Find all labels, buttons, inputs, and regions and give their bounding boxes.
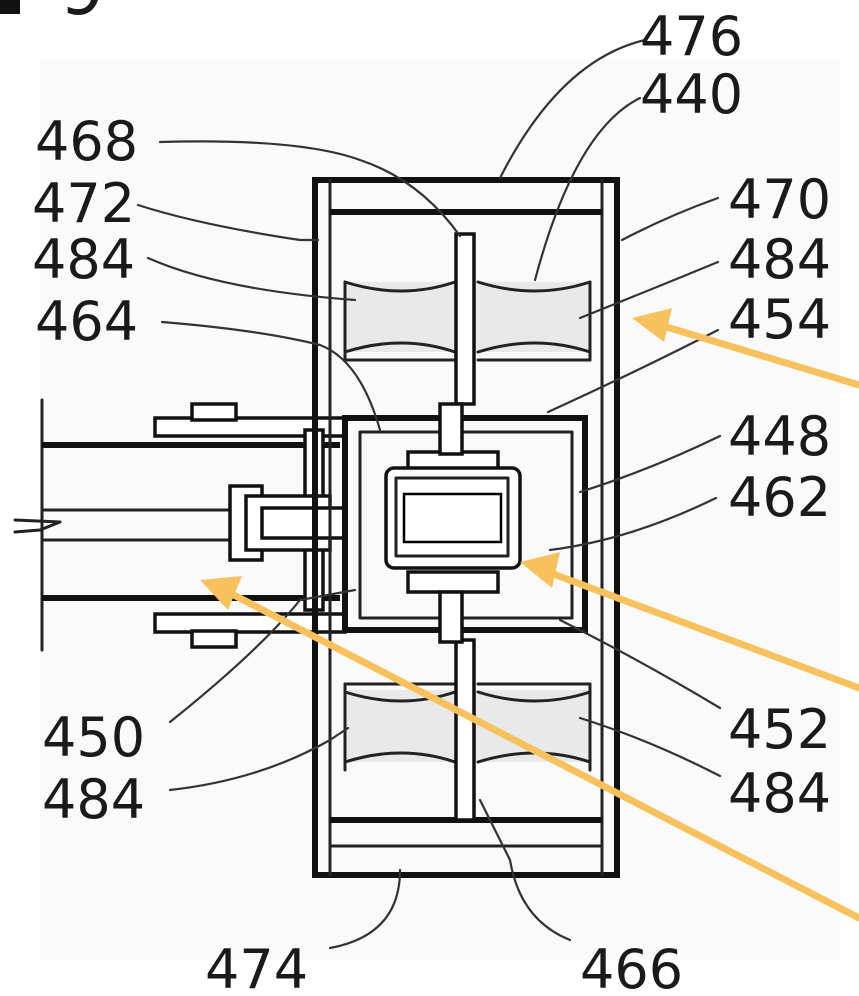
label-472: 472 [32, 172, 135, 235]
arrow-to-block [544, 568, 859, 692]
label-470: 470 [728, 168, 831, 231]
upper-shaft [454, 232, 476, 406]
carriage-housing [342, 415, 588, 633]
reference-numerals: 476 440 468 472 470 484 484 464 454 448 … [32, 5, 831, 996]
label-474: 474 [205, 938, 308, 996]
arrow-to-block-head [520, 552, 560, 588]
label-466: 466 [580, 938, 683, 996]
arrow-to-bar-head [200, 576, 242, 610]
label-484-upper-right: 484 [728, 228, 831, 291]
figure-title-fragment: 9 [60, 0, 105, 31]
label-468: 468 [35, 110, 138, 173]
label-476: 476 [640, 5, 743, 68]
label-484-lower-right: 484 [728, 762, 831, 825]
label-484-lower-left: 484 [42, 768, 145, 831]
highlight-box [402, 492, 503, 544]
arrow-to-frame-head [632, 308, 672, 342]
label-462: 462 [728, 466, 831, 529]
arrow-to-bar [224, 588, 859, 922]
label-484-upper-left: 484 [32, 228, 135, 291]
label-454: 454 [728, 288, 831, 351]
label-450: 450 [42, 706, 145, 769]
lower-shaft [454, 638, 476, 822]
label-440: 440 [640, 63, 743, 126]
label-464: 464 [35, 290, 138, 353]
annotation-arrows [200, 308, 859, 922]
title-dot [0, 0, 20, 14]
label-448: 448 [728, 405, 831, 468]
arrow-to-frame [656, 321, 859, 389]
label-452: 452 [728, 698, 831, 761]
